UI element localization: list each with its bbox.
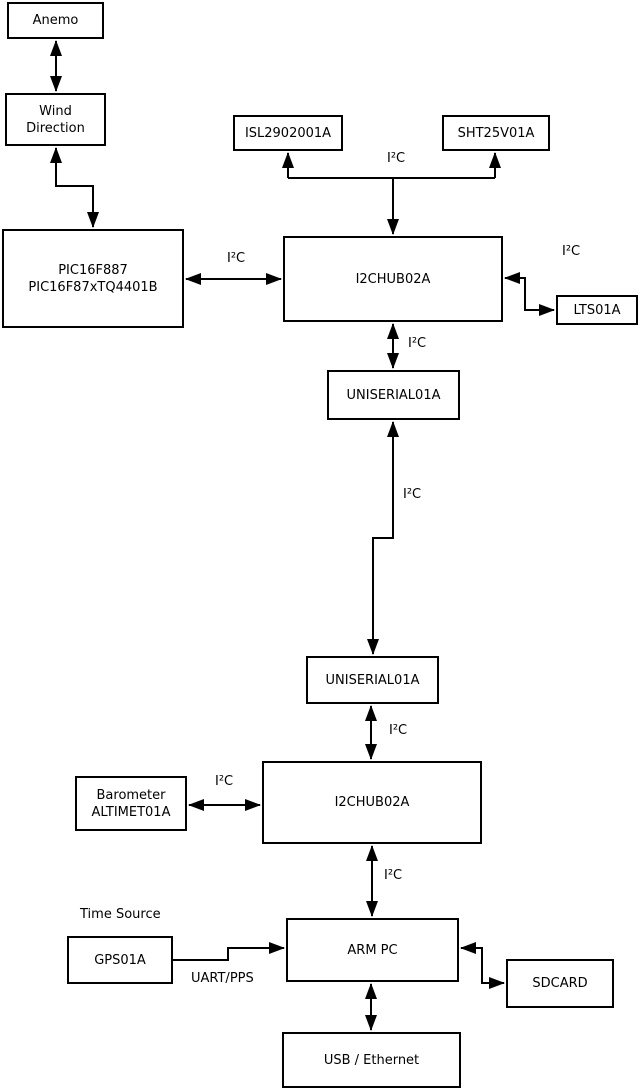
node-pic16f887-label-line2: PIC16F87xTQ4401B — [28, 279, 158, 295]
connector-wind-direction-pic — [50, 147, 99, 228]
label-i2c-hub2-armpc: I²C — [384, 868, 403, 883]
node-isl2902001a: ISL2902001A — [233, 115, 343, 151]
connector-gps-armpc — [173, 942, 285, 961]
node-pic16f887-label-line1: PIC16F887 — [58, 262, 128, 278]
node-uniserial01a-upper: UNISERIAL01A — [327, 370, 460, 420]
label-i2c-uniserial2-hub2: I²C — [389, 723, 408, 738]
node-sht25v01a: SHT25V01A — [442, 115, 550, 151]
label-i2c-hub1-uniserial1: I²C — [408, 336, 427, 351]
node-wind-direction-label-line2: Direction — [26, 120, 85, 136]
connector-armpc-sdcard — [460, 942, 505, 989]
node-i2chub02a-lower: I2CHUB02A — [262, 761, 482, 844]
node-uniserial01a-upper-label: UNISERIAL01A — [346, 387, 441, 403]
node-anemo: Anemo — [7, 2, 104, 39]
node-arm-pc: ARM PC — [286, 918, 459, 982]
node-wind-direction: Wind Direction — [5, 93, 106, 146]
node-barometer-label-line2: ALTIMET01A — [91, 804, 171, 820]
node-gps01a-label: GPS01A — [94, 952, 146, 968]
node-anemo-label: Anemo — [32, 13, 79, 28]
node-lts01a-label: LTS01A — [573, 302, 621, 318]
node-lts01a: LTS01A — [556, 295, 638, 325]
label-i2c-hub1-lts: I²C — [562, 244, 581, 259]
node-i2chub02a-upper: I2CHUB02A — [283, 236, 503, 322]
node-usb-ethernet-label: USB / Ethernet — [323, 1052, 420, 1068]
node-barometer-label-line1: Barometer — [96, 787, 166, 803]
node-arm-pc-label: ARM PC — [347, 942, 398, 958]
node-pic16f887: PIC16F887 PIC16F87xTQ4401B — [2, 229, 184, 328]
connector-uniserial1-uniserial2 — [367, 421, 399, 655]
node-i2chub02a-lower-label: I2CHUB02A — [334, 795, 410, 810]
label-i2c-barometer-hub2: I²C — [215, 774, 234, 789]
label-i2c-uniserial-link: I²C — [403, 487, 422, 502]
node-isl2902001a-label: ISL2902001A — [244, 125, 332, 141]
node-wind-direction-label-line1: Wind — [39, 103, 72, 119]
node-barometer-altimet01a: Barometer ALTIMET01A — [75, 776, 187, 831]
label-i2c-sensor-bus: I²C — [387, 151, 406, 166]
node-sdcard-label: SDCARD — [532, 976, 588, 991]
node-sdcard: SDCARD — [506, 959, 614, 1008]
label-i2c-pic-hub1: I²C — [227, 251, 246, 266]
label-time-source: Time Source — [80, 907, 161, 922]
node-sht25v01a-label: SHT25V01A — [457, 125, 535, 141]
node-i2chub02a-upper-label: I2CHUB02A — [355, 271, 431, 287]
connector-hub1-lts — [504, 272, 555, 316]
node-usb-ethernet: USB / Ethernet — [282, 1032, 461, 1088]
node-gps01a: GPS01A — [67, 936, 173, 984]
node-uniserial01a-lower: UNISERIAL01A — [306, 656, 439, 704]
node-uniserial01a-lower-label: UNISERIAL01A — [325, 672, 420, 688]
label-uart-pps: UART/PPS — [191, 971, 254, 986]
